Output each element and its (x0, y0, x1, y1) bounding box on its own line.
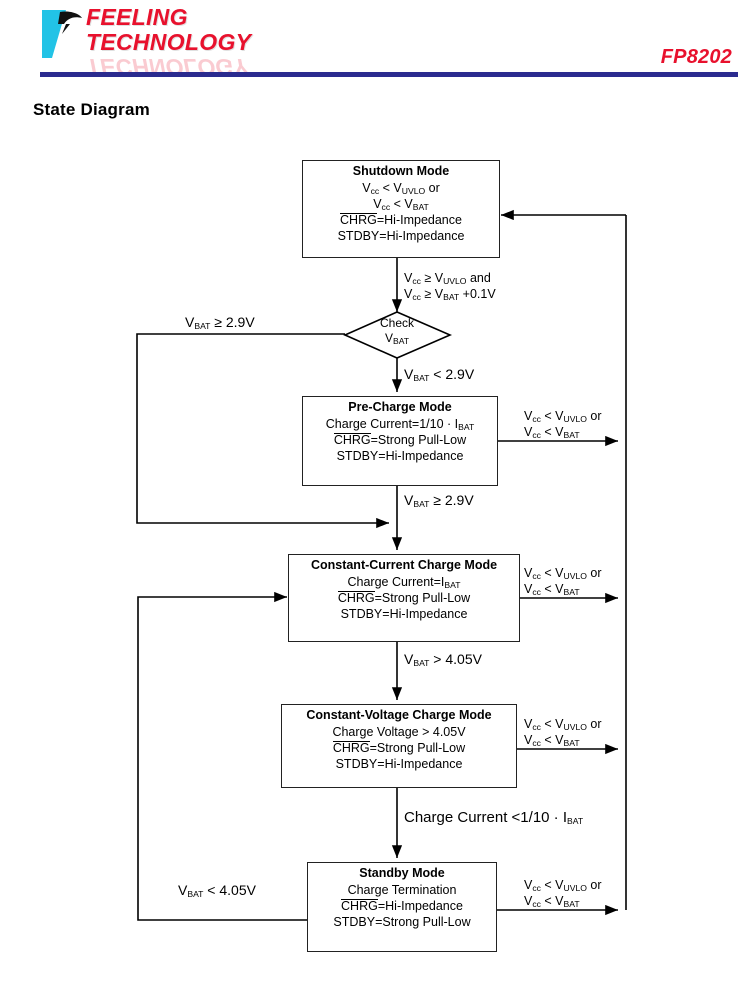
edge-label-fault-cc: Vcc < VUVLO or Vcc < VBAT (524, 566, 602, 597)
edge-label-enter-check: Vcc ≥ VUVLO and Vcc ≥ VBAT +0.1V (404, 271, 496, 302)
state-node-constant-voltage[interactable]: Constant-Voltage Charge Mode Charge Volt… (281, 704, 517, 788)
logo-line-2: TECHNOLOGY (86, 29, 252, 55)
company-logo: FEELING TECHNOLOGY TECHNOLOGY (40, 4, 320, 80)
shutdown-stdby: STDBY=Hi-Impedance (337, 229, 465, 244)
edge-label-fault-cv: Vcc < VUVLO or Vcc < VBAT (524, 717, 602, 748)
check-line-2: VBAT (384, 331, 410, 346)
cv-stdby: STDBY=Hi-Impedance (335, 757, 463, 772)
edge-label-cc-to-cv: VBAT > 4.05V (404, 651, 482, 668)
state-node-constant-current[interactable]: Constant-Current Charge Mode Charge Curr… (288, 554, 520, 642)
logo-mark-icon (42, 10, 82, 58)
state-node-shutdown[interactable]: Shutdown Mode Vcc < VUVLO or Vcc < VBAT … (302, 160, 500, 258)
logo-line-1: FEELING (86, 4, 188, 30)
edge-label-check-left: VBAT ≥ 2.9V (185, 314, 255, 331)
cv-title: Constant-Voltage Charge Mode (306, 708, 492, 722)
state-node-precharge[interactable]: Pre-Charge Mode Charge Current=1/10 · IB… (302, 396, 498, 486)
standby-termination: Charge Termination (347, 882, 457, 897)
diagram-connectors (136, 209, 627, 921)
cv-voltage: Charge Voltage > 4.05V (332, 724, 466, 739)
cc-chrg: CHRG=Strong Pull-Low (337, 590, 471, 605)
decision-node-check-vbat[interactable]: Check VBAT (357, 316, 437, 346)
cv-chrg: CHRG=Strong Pull-Low (332, 740, 466, 755)
cc-current: Charge Current=IBAT (347, 574, 461, 590)
state-node-standby[interactable]: Standby Mode Charge Termination CHRG=Hi-… (307, 862, 497, 952)
precharge-stdby: STDBY=Hi-Impedance (336, 449, 464, 464)
standby-stdby: STDBY=Strong Pull-Low (333, 915, 471, 930)
shutdown-cond-1: Vcc < VUVLO or (362, 180, 440, 196)
precharge-title: Pre-Charge Mode (348, 400, 452, 414)
shutdown-chrg: CHRG=Hi-Impedance (340, 213, 462, 228)
standby-title: Standby Mode (359, 866, 445, 880)
standby-chrg: CHRG=Hi-Impedance (341, 898, 463, 913)
page-header: FEELING TECHNOLOGY TECHNOLOGY FP8202 (0, 0, 750, 80)
cc-stdby: STDBY=Hi-Impedance (340, 607, 468, 622)
check-line-1: Check (379, 316, 414, 330)
edge-label-cv-to-standby: Charge Current <1/10 · IBAT (404, 809, 584, 826)
edge-label-fault-precharge: Vcc < VUVLO or Vcc < VBAT (524, 409, 602, 440)
state-diagram: Shutdown Mode Vcc < VUVLO or Vcc < VBAT … (0, 130, 750, 990)
page-title: State Diagram (33, 100, 150, 119)
header-divider (40, 72, 738, 77)
shutdown-cond-2: Vcc < VBAT (373, 196, 429, 212)
shutdown-title: Shutdown Mode (352, 164, 450, 178)
cc-title: Constant-Current Charge Mode (310, 558, 498, 572)
part-number: FP8202 (660, 46, 732, 68)
precharge-chrg: CHRG=Strong Pull-Low (333, 432, 467, 447)
edge-label-standby-to-cc: VBAT < 4.05V (178, 882, 256, 899)
edge-label-fault-standby: Vcc < VUVLO or Vcc < VBAT (524, 878, 602, 909)
precharge-current: Charge Current=1/10 · IBAT (325, 416, 475, 432)
edge-label-check-down: VBAT < 2.9V (404, 366, 475, 383)
edge-label-precharge-to-cc: VBAT ≥ 2.9V (404, 492, 474, 509)
